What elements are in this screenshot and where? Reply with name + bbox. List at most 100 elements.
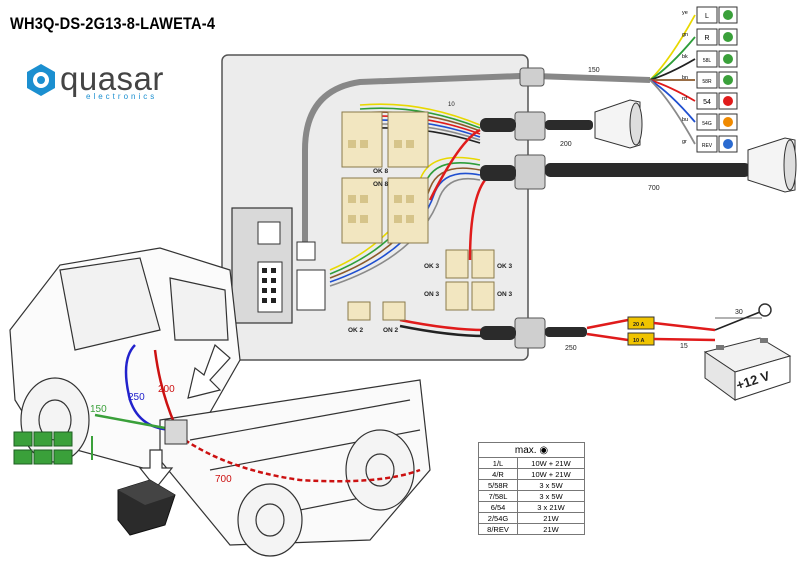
spec-power-cell: 21W	[517, 512, 585, 524]
quasar-logo-icon	[27, 64, 55, 96]
truck-length-150: 150	[90, 404, 107, 415]
output-wire-code: gn	[682, 32, 688, 38]
spec-table-header: max. ◉	[478, 442, 585, 458]
fog-light-icon-glyph	[723, 117, 733, 127]
length-label-15: 15	[680, 343, 688, 350]
spec-power-cell: 10W + 21W	[517, 457, 585, 469]
logo-word: quasar	[60, 60, 164, 97]
logo-subtitle: electronics	[86, 92, 158, 101]
output-symbol-label: REV	[702, 143, 713, 149]
fuse-label-10a: 10 A	[633, 338, 644, 344]
position-light-icon-glyph	[723, 75, 733, 85]
output-wire-gn	[649, 36, 696, 81]
label-on3-left: ON 3	[424, 291, 440, 298]
output-wire-code: rd	[682, 96, 687, 102]
right-arrow-icon-glyph	[723, 32, 733, 42]
output-symbol-box	[696, 28, 718, 46]
output-wire-code: bu	[682, 117, 688, 123]
truck-length-700: 700	[215, 474, 232, 485]
output-symbol-box	[696, 50, 718, 68]
corrugated-tubes	[480, 118, 750, 340]
socket-13pin	[747, 137, 797, 193]
output-wire-fan	[649, 14, 696, 145]
output-symbol-label: 58R	[702, 79, 712, 85]
output-symbol-label: L	[705, 13, 709, 20]
output-wire-rd	[649, 79, 696, 102]
output-symbol-box	[696, 6, 718, 24]
spec-power-cell: 3 x 5W	[517, 479, 585, 491]
spec-function-cell: 2/54G	[478, 512, 518, 524]
spec-power-cell: 10W + 21W	[517, 468, 585, 480]
spec-power-cell: 3 x 5W	[517, 490, 585, 502]
spec-function-cell: 6/54	[478, 501, 518, 513]
spec-function-cell: 7/58L	[478, 490, 518, 502]
fuse-holder	[586, 303, 772, 346]
output-symbol-box	[696, 92, 718, 110]
cable-glands	[514, 67, 546, 349]
output-symbol-box	[696, 135, 718, 153]
output-wire-code: gr	[682, 139, 687, 145]
output-symbol-label: 58L	[703, 58, 712, 64]
battery	[703, 337, 792, 401]
length-label-250: 250	[565, 345, 577, 352]
truck-wiring	[94, 344, 421, 483]
position-light-icon-glyph	[723, 54, 733, 64]
spec-function-cell: 4/R	[478, 468, 518, 480]
reverse-light-icon-glyph	[723, 139, 733, 149]
spec-power-cell: 3 x 21W	[517, 501, 585, 513]
spec-function-cell: 8/REV	[478, 523, 518, 535]
relay-block-ok8	[341, 111, 429, 244]
relay-block-ok2	[347, 301, 406, 321]
output-symbol-label: 54	[703, 99, 711, 106]
bulb-icon: ◉	[539, 444, 549, 456]
label-ok8: OK 8	[373, 168, 389, 175]
relay-block-ok3	[445, 249, 495, 311]
page-title: WH3Q-DS-2G13-8-LAWETA-4	[10, 14, 216, 33]
controller-module	[231, 207, 326, 324]
length-label-150: 150	[588, 67, 600, 74]
length-label-200: 200	[560, 141, 572, 148]
truck-length-200: 200	[158, 384, 175, 395]
label-on8: ON 8	[373, 181, 389, 188]
output-wire-bk	[649, 58, 696, 81]
label-ok3-left: OK 3	[424, 263, 440, 270]
output-wire-gr	[649, 79, 696, 145]
output-symbol-label: 54G	[702, 121, 712, 127]
fuse-label-20a: 20 A	[633, 322, 644, 328]
output-wire-ye	[649, 14, 696, 81]
truck-junction-box	[164, 419, 188, 445]
label-on2: ON 2	[383, 327, 399, 334]
length-label-30: 30	[735, 309, 743, 316]
output-symbol-box	[696, 71, 718, 89]
spec-function-cell: 1/L	[478, 457, 518, 469]
socket-7pin	[594, 99, 643, 149]
output-wire-code: bk	[682, 54, 688, 60]
grey-main-cable	[302, 73, 651, 253]
pointer-arrows	[138, 343, 231, 489]
truck-illustration	[9, 247, 431, 557]
length-label-700: 700	[648, 185, 660, 192]
output-symbol-box	[696, 113, 718, 131]
length-label-10: 10	[448, 102, 455, 108]
spec-function-cell: 5/58R	[478, 479, 518, 491]
control-unit-device	[117, 479, 176, 536]
label-ok2: OK 2	[348, 327, 364, 334]
output-symbol-label: R	[704, 35, 709, 42]
output-wire-code: bn	[682, 75, 688, 81]
truck-lamp-icons	[13, 431, 93, 465]
label-on3-right: ON 3	[497, 291, 513, 298]
spec-power-cell: 21W	[517, 523, 585, 535]
truck-length-250: 250	[128, 392, 145, 403]
label-ok3-right: OK 3	[497, 263, 513, 270]
output-wire-code: ye	[682, 10, 688, 16]
